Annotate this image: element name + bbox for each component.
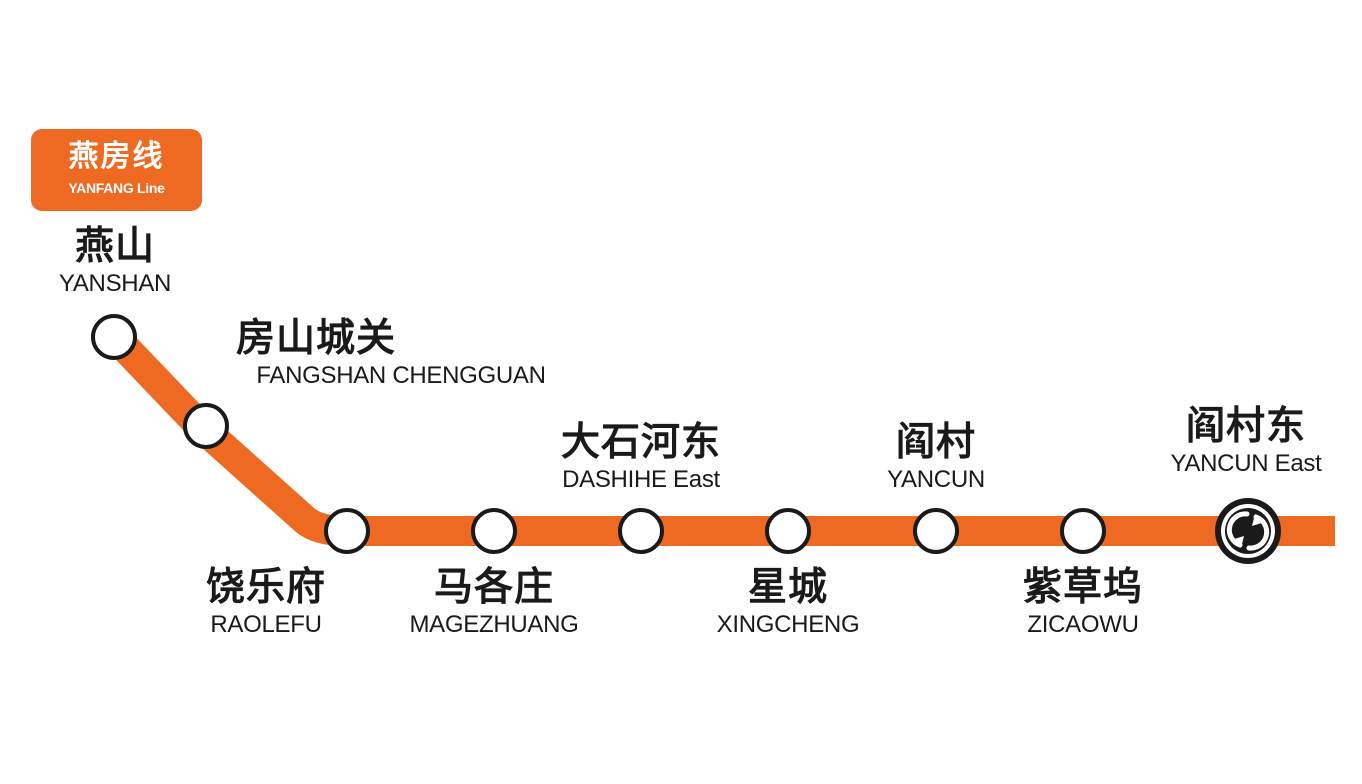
station-name-cn: 房山城关 bbox=[235, 316, 397, 361]
station-name-en: FANGSHAN CHENGGUAN bbox=[256, 362, 546, 389]
station-name-en: YANCUN East bbox=[1170, 450, 1322, 477]
station-label-fangshan-chengguan[interactable]: 房山城关 FANGSHAN CHENGGUAN bbox=[236, 316, 566, 390]
station-marker-yanshan[interactable] bbox=[91, 314, 137, 360]
station-marker-yancun[interactable] bbox=[913, 508, 959, 554]
interchange-icon[interactable] bbox=[1215, 498, 1281, 564]
station-label-xingcheng[interactable]: 星城 XINGCHENG bbox=[717, 565, 860, 639]
station-marker-zicaowu[interactable] bbox=[1060, 508, 1106, 554]
station-name-en: XINGCHENG bbox=[716, 611, 860, 638]
station-name-cn: 马各庄 bbox=[433, 565, 555, 610]
station-name-en: YANSHAN bbox=[58, 270, 172, 297]
station-marker-magezhuang[interactable] bbox=[471, 508, 517, 554]
station-label-yancun-east[interactable]: 阎村东 YANCUN East bbox=[1171, 404, 1322, 478]
line-name-en: YANFANG Line bbox=[68, 180, 165, 196]
station-label-magezhuang[interactable]: 马各庄 MAGEZHUANG bbox=[409, 565, 578, 639]
station-marker-dashihe-east[interactable] bbox=[618, 508, 664, 554]
station-name-cn: 饶乐府 bbox=[205, 565, 327, 610]
station-name-en: ZICAOWU bbox=[1027, 611, 1139, 638]
station-label-dashihe-east[interactable]: 大石河东 DASHIHE East bbox=[561, 420, 721, 494]
station-marker-raolefu[interactable] bbox=[324, 508, 370, 554]
station-marker-xingcheng[interactable] bbox=[765, 508, 811, 554]
line-name-cn: 燕房线 bbox=[68, 139, 165, 174]
station-name-en: YANCUN bbox=[887, 466, 985, 493]
line-badge: 燕房线 YANFANG Line bbox=[31, 129, 202, 211]
station-name-cn: 星城 bbox=[747, 565, 828, 610]
station-name-en: MAGEZHUANG bbox=[409, 611, 579, 638]
station-name-en: RAOLEFU bbox=[210, 611, 322, 638]
station-name-cn: 阎村 bbox=[895, 420, 977, 465]
station-name-en: DASHIHE East bbox=[562, 466, 720, 493]
station-marker-fangshan-chengguan[interactable] bbox=[183, 403, 229, 449]
station-name-cn: 燕山 bbox=[74, 224, 155, 269]
station-label-yancun[interactable]: 阎村 YANCUN bbox=[887, 420, 985, 494]
station-label-yanshan[interactable]: 燕山 YANSHAN bbox=[59, 224, 171, 298]
station-name-cn: 大石河东 bbox=[560, 420, 722, 465]
station-label-zicaowu[interactable]: 紫草坞 ZICAOWU bbox=[1023, 565, 1143, 639]
station-name-cn: 紫草坞 bbox=[1022, 565, 1144, 610]
station-name-cn: 阎村东 bbox=[1185, 404, 1306, 449]
station-label-raolefu[interactable]: 饶乐府 RAOLEFU bbox=[206, 565, 326, 639]
